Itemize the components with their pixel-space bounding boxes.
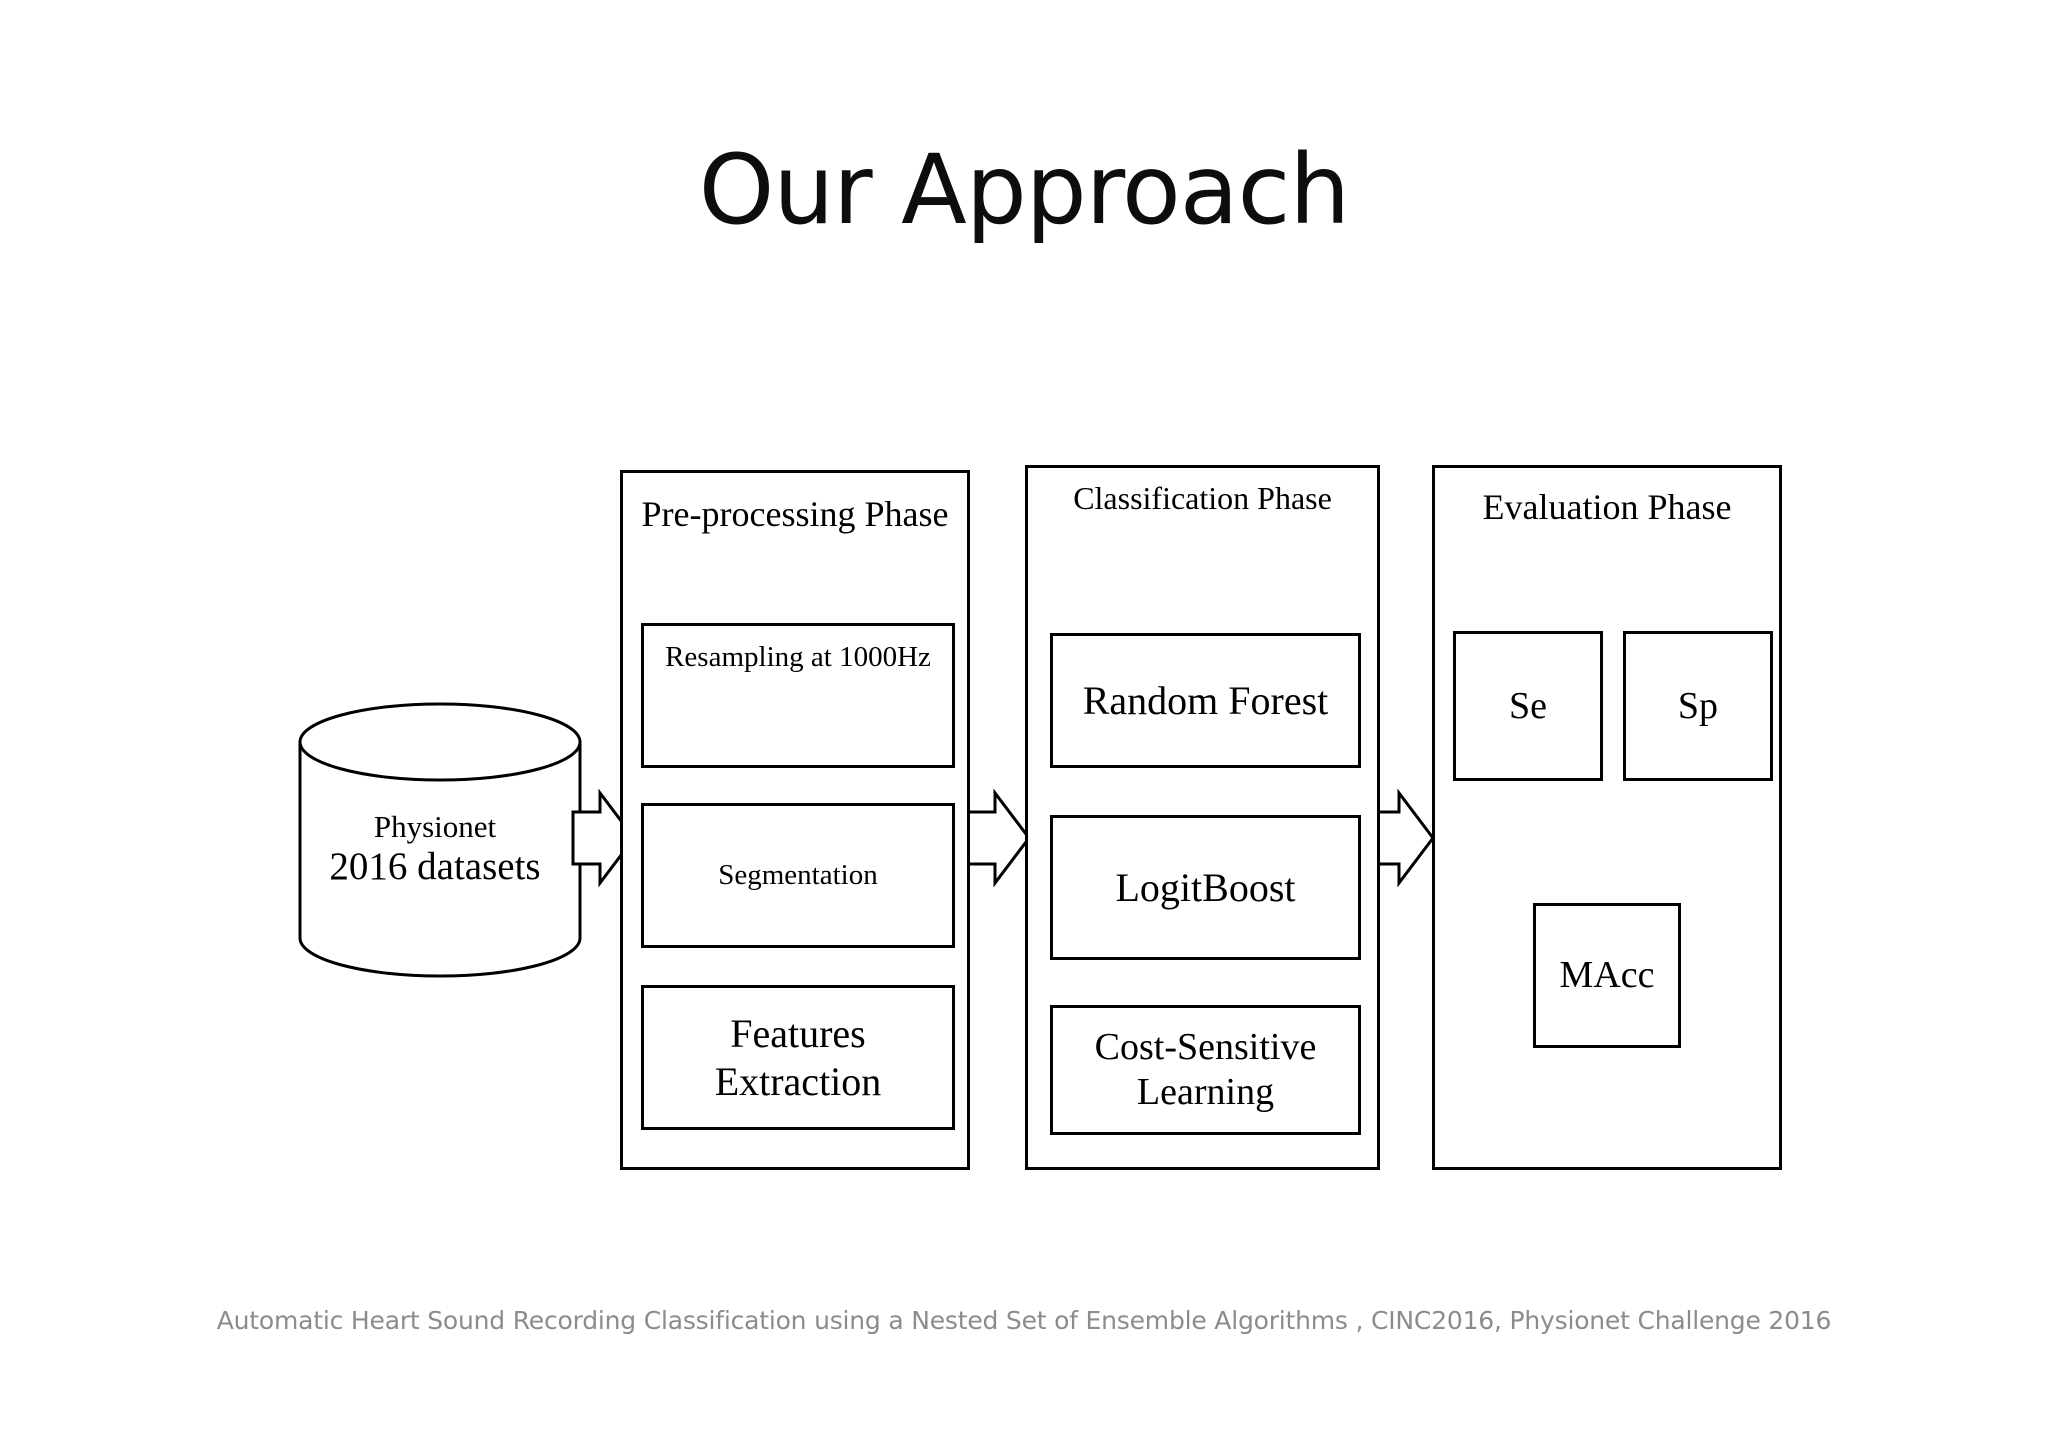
physionet-datastore[interactable]: Physionet 2016 datasets [295,702,575,974]
phase-panel-pre-processing[interactable]: Pre-processing Phase Resampling at 1000H… [620,470,970,1170]
datastore-label-line1: Physionet [373,809,497,844]
process-box-cost-sensitive-learning-label: Cost-Sensitive Learning [1094,1026,1317,1113]
process-box-sp[interactable]: Sp [1623,631,1773,781]
process-box-macc[interactable]: MAcc [1533,903,1681,1048]
process-box-logitboost-label: LogitBoost [1115,864,1296,910]
slide-footer: Automatic Heart Sound Recording Classifi… [216,1306,1832,1335]
process-box-resampling[interactable]: Resampling at 1000Hz [641,623,955,768]
process-box-resampling-label: Resampling at 1000Hz [665,641,931,673]
process-box-sp-label: Sp [1677,684,1719,727]
phase-title-evaluation: Evaluation Phase [1482,487,1732,527]
process-box-segmentation[interactable]: Segmentation [641,803,955,948]
process-box-logitboost[interactable]: LogitBoost [1050,815,1361,960]
process-box-random-forest[interactable]: Random Forest [1050,633,1361,768]
process-box-cost-sensitive-learning[interactable]: Cost-Sensitive Learning [1050,1005,1361,1135]
datastore-label-line2: 2016 datasets [329,844,541,888]
arrow-preprocessing-to-classification [966,788,1031,888]
process-box-se[interactable]: Se [1453,631,1603,781]
phase-title-pre-processing: Pre-processing Phase [641,494,949,534]
datastore-label: Physionet 2016 datasets [295,809,575,888]
process-box-features-extraction[interactable]: Features Extraction [641,985,955,1130]
arrow-classification-to-evaluation [1370,788,1435,888]
process-box-macc-label: MAcc [1559,954,1655,997]
phase-panel-evaluation[interactable]: Evaluation Phase Se Sp MAcc [1432,465,1782,1170]
process-box-segmentation-label: Segmentation [718,859,878,892]
page-title: Our Approach [698,134,1350,246]
datastore-cylinder-shape [298,702,582,978]
arrow-datastore-to-preprocessing [571,788,636,888]
phase-title-classification: Classification Phase [1073,480,1332,516]
process-box-se-label: Se [1509,684,1547,727]
process-box-random-forest-label: Random Forest [1082,677,1329,723]
process-box-features-extraction-label: Features Extraction [714,1011,882,1104]
phase-panel-classification[interactable]: Classification Phase Random Forest Logit… [1025,465,1380,1170]
